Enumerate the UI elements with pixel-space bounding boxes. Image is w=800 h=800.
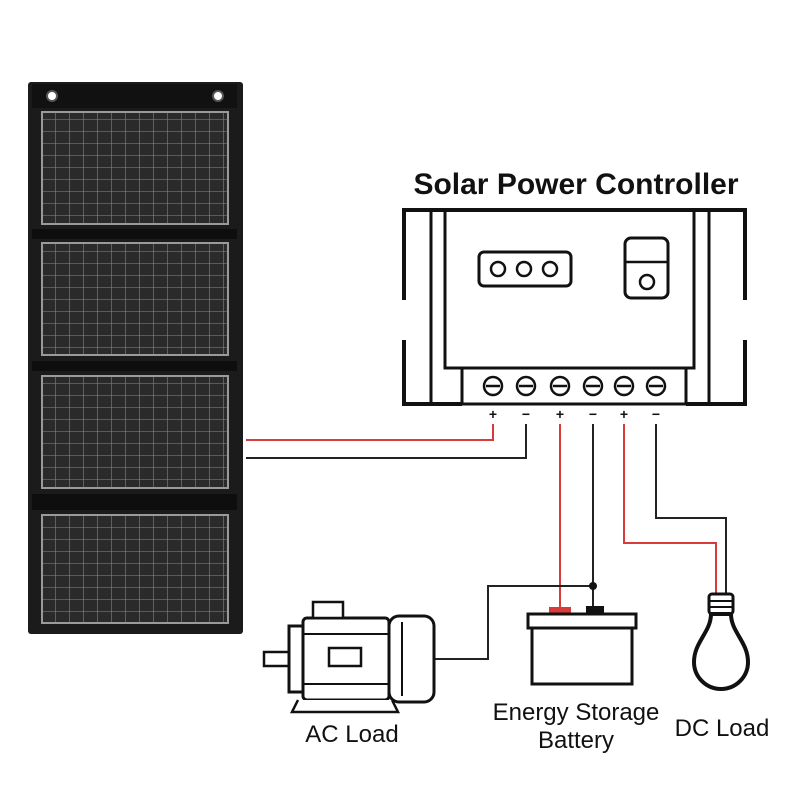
polarity-marks: + − + − + − xyxy=(489,406,660,422)
polarity-mark: − xyxy=(589,406,597,422)
dc-load-bulb xyxy=(691,592,751,691)
ac-load-label: AC Load xyxy=(305,721,398,748)
grommet-right xyxy=(212,90,224,102)
indicator-light-1 xyxy=(489,260,507,278)
terminal-load-negative xyxy=(645,375,667,397)
wire-junction xyxy=(589,582,597,590)
controller-lower-right xyxy=(686,340,747,406)
battery-body xyxy=(530,626,634,686)
wire-load-positive xyxy=(623,424,717,594)
wires xyxy=(246,424,727,660)
controller-left-housing xyxy=(402,208,747,300)
battery-lid xyxy=(526,612,638,630)
wire-ac-load xyxy=(434,585,593,660)
polarity-mark: + xyxy=(620,406,628,422)
solar-power-controller xyxy=(402,208,747,406)
motor-terminal-box xyxy=(311,600,345,620)
terminal-battery-positive xyxy=(549,375,571,397)
panel-hinge-2 xyxy=(32,361,237,371)
terminal-screws xyxy=(482,375,667,397)
dc-load-label: DC Load xyxy=(675,715,770,742)
terminal-battery-negative xyxy=(582,375,604,397)
panel-section-3 xyxy=(41,375,229,489)
controller-lower-left xyxy=(402,340,462,406)
battery-positive-post xyxy=(549,607,571,615)
controller-switch xyxy=(623,236,670,300)
terminal-pv-negative xyxy=(515,375,537,397)
panel-hinge-3 xyxy=(32,494,237,510)
battery-label-line1: Energy Storage xyxy=(493,699,660,726)
motor-rear-cover xyxy=(387,614,436,704)
polarity-mark: + xyxy=(489,406,497,422)
solar-panel xyxy=(28,82,243,634)
polarity-mark: − xyxy=(652,406,660,422)
polarity-mark: + xyxy=(556,406,564,422)
controller-face xyxy=(443,212,696,370)
panel-hinge-1 xyxy=(32,229,237,239)
switch-knob xyxy=(638,273,656,291)
bulb-base xyxy=(707,592,735,616)
panel-section-4 xyxy=(41,514,229,624)
grommet-left xyxy=(46,90,58,102)
polarity-mark: − xyxy=(522,406,530,422)
ac-load-motor xyxy=(262,600,436,714)
wire-load-negative xyxy=(655,424,727,594)
indicator-light-2 xyxy=(515,260,533,278)
terminal-block xyxy=(460,366,688,406)
indicator-lights xyxy=(477,250,573,288)
wire-pv-negative xyxy=(246,424,527,459)
indicator-light-3 xyxy=(541,260,559,278)
wire-pv-positive xyxy=(246,424,494,441)
panel-top-strap xyxy=(32,84,237,108)
battery-negative-post xyxy=(586,606,604,615)
bulb-glass xyxy=(691,612,751,691)
diagram-title: Solar Power Controller xyxy=(413,168,738,201)
panel-section-2 xyxy=(41,242,229,356)
motor-nameplate xyxy=(327,646,363,668)
terminal-pv-positive xyxy=(482,375,504,397)
motor-base xyxy=(289,699,401,714)
battery-label-line2: Battery xyxy=(538,727,614,754)
motor-front-flange xyxy=(287,624,305,694)
terminal-load-positive xyxy=(613,375,635,397)
panel-section-1 xyxy=(41,111,229,225)
motor-shaft xyxy=(262,650,292,668)
energy-storage-battery xyxy=(526,606,638,686)
